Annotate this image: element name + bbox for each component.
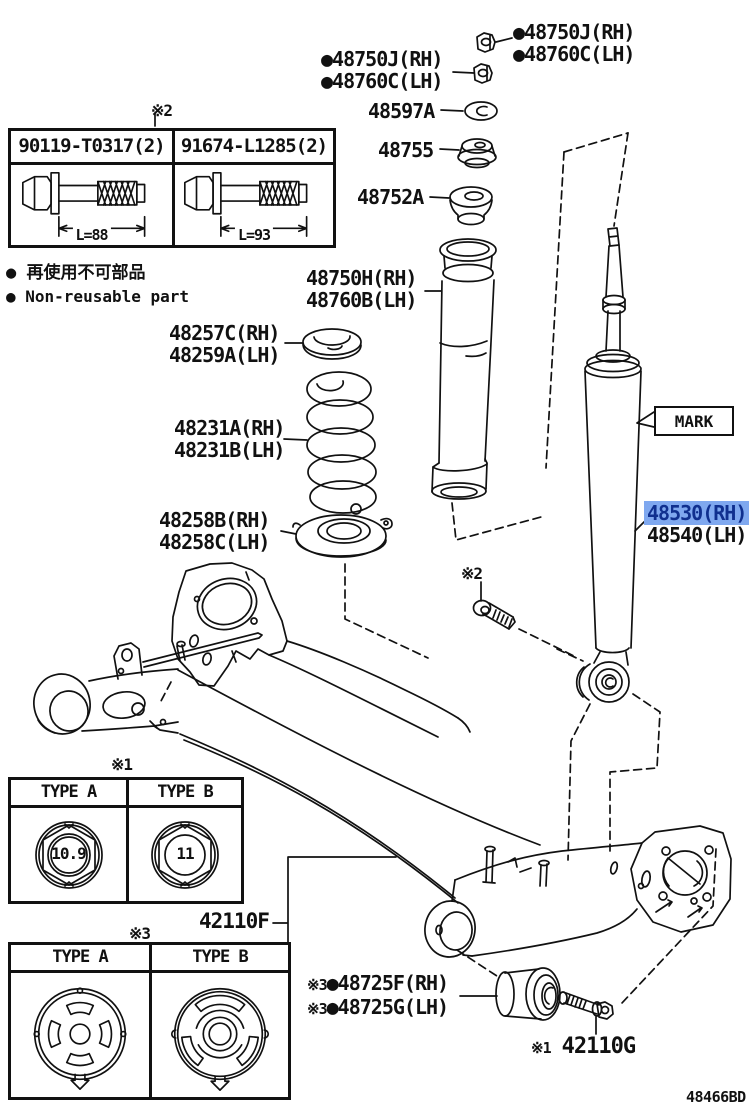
ref-mark: ※3 (307, 976, 328, 994)
part-number: 48750H(RH) (306, 266, 417, 290)
part-number: ●48760C(LH) (321, 69, 443, 93)
cushion-lower-drawing (449, 186, 493, 226)
diagram-code: 48466BD (686, 1088, 746, 1106)
bushing-type-box: TYPE A TYPE B (8, 942, 291, 1100)
callout-washer[interactable]: 48597A (368, 99, 435, 123)
bushing-type-cell-a: TYPE A (11, 945, 149, 1097)
nut-type-cell-a: TYPE A 10.9 (11, 780, 126, 901)
bolt-drawing (21, 171, 145, 237)
leader-lines (154, 37, 655, 1035)
callout-bushing[interactable]: ※3●48725F(RH) ※3●48725G(LH) (307, 971, 449, 1020)
axle-beam-left-arm-drawing (33, 632, 263, 735)
part-number: 48258B(RH) (159, 508, 270, 532)
ref-mark-bushing-type-box: ※3 (129, 924, 151, 943)
callout-coil-spring[interactable]: 48231A(RH) 48231B(LH) (174, 416, 285, 462)
ref-mark: ※3 (307, 1000, 328, 1018)
part-number: 48760B(LH) (306, 288, 417, 312)
part-number: 48231B(LH) (174, 438, 285, 462)
nut-type-box: TYPE A 10.9 TYPE B 11 (8, 777, 244, 904)
fastener-cell-a: 90119-T0317(2) L=88 (11, 131, 172, 245)
callout-beam[interactable]: 42110F (199, 909, 270, 933)
coil-spring-drawing (306, 371, 377, 515)
axle-beam-right-arm-drawing (424, 825, 732, 958)
bushing-bolt-drawing (558, 991, 614, 1020)
spring-seat-upper-drawing (302, 328, 362, 360)
callout-cushion-lower[interactable]: 48752A (357, 185, 424, 209)
ref-mark-fastener-box: ※2 (151, 101, 173, 120)
shock-absorber-drawing (575, 227, 642, 703)
part-number: ●48760C(LH) (513, 42, 635, 66)
part-number: 48259A(LH) (169, 343, 280, 367)
axle-beam-tube-drawing (177, 669, 541, 904)
fastener-part-number[interactable]: 91674-L1285(2) (175, 131, 333, 165)
mark-callout-box: MARK (654, 406, 734, 436)
bolt-length: L=88 (72, 226, 111, 244)
nut-drawing (34, 821, 103, 889)
callout-nut-lower[interactable]: ●48750J(RH) ●48760C(LH) (321, 47, 443, 93)
nut-drawing (151, 821, 219, 889)
type-label: TYPE B (129, 780, 241, 808)
fastener-cell-b: 91674-L1285(2) L=93 (172, 131, 333, 245)
bumper-stopper-drawing (431, 238, 497, 500)
spring-seat-lower-drawing (292, 514, 393, 558)
bushing-drawing (495, 967, 561, 1021)
legend-jp: ● 再使用不可部品 (6, 263, 146, 283)
bolt-length: L=93 (234, 226, 274, 244)
nut-stamp: 11 (176, 844, 194, 863)
part-number: 48231A(RH) (174, 416, 285, 440)
callout-nut-upper[interactable]: ●48750J(RH) ●48760C(LH) (513, 20, 635, 66)
part-number: ●48725G(LH) (326, 995, 449, 1019)
nut-stamp: 10.9 (51, 844, 87, 863)
callout-bushing-bolt[interactable]: ※1 42110G (531, 1034, 636, 1059)
type-label: TYPE B (152, 945, 288, 973)
fastener-spec-box: 90119-T0317(2) L=88 91674-L1285(2) (8, 128, 336, 248)
part-number: 48540(LH) (647, 523, 747, 547)
callout-spring-seat-upper[interactable]: 48257C(RH) 48259A(LH) (169, 321, 280, 367)
part-number: ●48750J(RH) (321, 47, 443, 71)
assembly-dashed-lines (160, 132, 717, 1004)
selected-part-number: 48530(RH) (644, 501, 750, 525)
cushion-upper-drawing (457, 138, 497, 169)
washer-drawing (464, 101, 498, 121)
type-label: TYPE A (11, 780, 126, 808)
part-number: 48258C(LH) (159, 530, 270, 554)
part-number: 48257C(RH) (169, 321, 280, 345)
bushing-type-cell-b: TYPE B (149, 945, 288, 1097)
part-number: 42110G (561, 1034, 636, 1059)
ref-mark-shock-bolt: ※2 (461, 564, 483, 583)
part-number: ●48725F(RH) (326, 971, 449, 995)
part-number: ●48750J(RH) (513, 20, 635, 44)
ref-mark: ※1 (531, 1039, 552, 1057)
callout-cushion-upper[interactable]: 48755 (378, 138, 434, 162)
callout-bumper[interactable]: 48750H(RH) 48760B(LH) (306, 266, 417, 312)
ref-mark-nut-type-box: ※1 (111, 755, 133, 774)
type-label: TYPE A (11, 945, 149, 973)
legend: ● 再使用不可部品 ● Non-reusable part (6, 262, 189, 308)
legend-en: ● Non-reusable part (6, 287, 190, 306)
callout-shock[interactable]: 48530(RH) 48540(LH) (644, 501, 750, 547)
shock-bolt-drawing (472, 599, 516, 630)
spring-tower-drawing (171, 562, 471, 738)
nut-drawings (473, 32, 496, 84)
fastener-part-number[interactable]: 90119-T0317(2) (11, 131, 172, 165)
bushing-face-drawing (170, 987, 270, 1091)
callout-spring-seat-lower[interactable]: 48258B(RH) 48258C(LH) (159, 508, 270, 554)
nut-type-cell-b: TYPE B 11 (126, 780, 241, 901)
bushing-face-drawing (33, 987, 127, 1090)
